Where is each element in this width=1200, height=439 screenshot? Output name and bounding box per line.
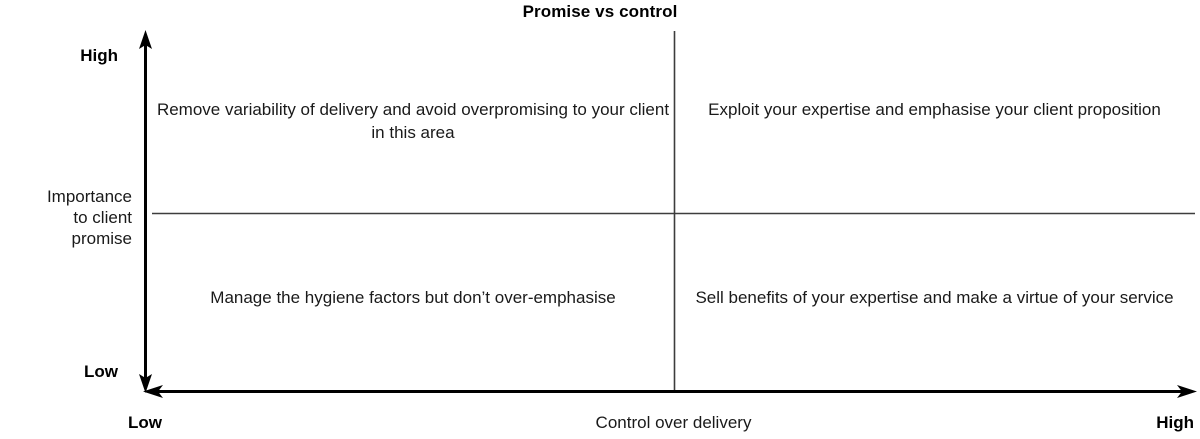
quadrant-top-left-text: Remove variability of delivery and avoid… <box>156 100 670 142</box>
y-axis-down-arrowhead <box>139 374 152 393</box>
quadrant-top-right-text: Exploit your expertise and emphasise you… <box>708 100 1161 119</box>
quadrant-bottom-left-text: Manage the hygiene factors but don’t ove… <box>210 288 616 307</box>
x-axis-right-arrowhead <box>1177 385 1197 398</box>
x-axis-low-label: Low <box>128 413 162 432</box>
y-axis-low-label: Low <box>84 362 118 381</box>
page-title: Promise vs control <box>522 2 678 21</box>
x-axis-high-label: High <box>1156 413 1194 432</box>
y-axis-up-arrowhead <box>139 30 152 49</box>
y-axis-high-label: High <box>80 46 118 65</box>
y-axis-title: Importance to client promise <box>0 186 132 249</box>
y-axis-title-line-3: promise <box>71 229 132 248</box>
y-axis-title-line-1: Importance <box>46 187 132 206</box>
x-axis-title: Control over delivery <box>595 413 752 432</box>
quadrant-bottom-right-text: Sell benefits of your expertise and make… <box>695 288 1174 307</box>
y-axis-title-line-2: to client <box>73 208 132 227</box>
x-axis-left-arrowhead <box>143 385 163 398</box>
